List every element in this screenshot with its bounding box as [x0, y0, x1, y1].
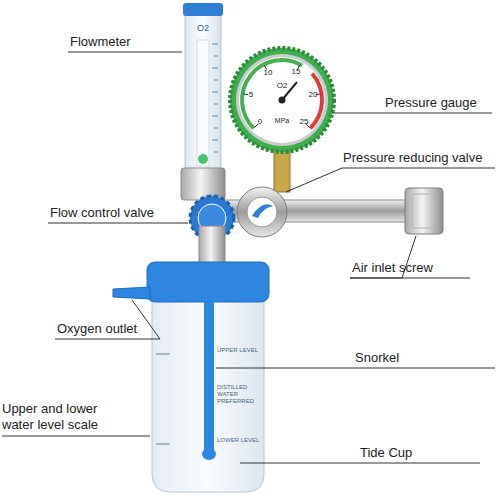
snorkel-tube: [204, 302, 214, 450]
float-ball: [198, 154, 208, 164]
flowmeter-bore: [197, 40, 209, 166]
valve-body: [181, 168, 225, 200]
gauge-number: 25: [300, 117, 309, 127]
gauge-label: O2: [277, 81, 288, 91]
scale-text: UPPER LEVEL: [217, 347, 261, 354]
part-label: Tide Cup: [360, 445, 412, 461]
part-label: Air inlet screw: [352, 260, 433, 276]
gauge-number: 5: [249, 90, 253, 100]
flowmeter-cap: [183, 3, 223, 16]
gauge-unit: MPa: [275, 117, 289, 125]
inlet-nut: [405, 188, 443, 234]
level-marks: [156, 354, 170, 444]
flowmeter-tube: [185, 10, 221, 170]
gauge-number: 15: [292, 67, 301, 77]
valve-logo-disc: [247, 197, 277, 227]
gauge-bezel: [236, 54, 328, 146]
outlet-nozzle: [113, 287, 150, 299]
leader-lines: [2, 52, 495, 463]
gauge-ticks: [243, 65, 320, 127]
part-label: Flow control valve: [50, 205, 154, 221]
part-label: Oxygen outlet: [57, 321, 137, 337]
gauge-rim: [230, 48, 334, 152]
part-label: Pressure gauge: [385, 95, 477, 111]
snorkel-tip: [202, 448, 216, 460]
gauge-hub: [279, 97, 286, 104]
reducing-valve: [237, 187, 287, 237]
part-label: Upper and lower water level scale: [2, 401, 127, 432]
valve-logo: [252, 204, 273, 218]
gauge-number: 20: [309, 90, 318, 100]
part-label: Pressure reducing valve: [343, 150, 482, 166]
inlet-nut-face: [412, 194, 436, 228]
gauge-stem: [274, 148, 290, 192]
scale-label: O2: [197, 23, 209, 34]
gauge-green-arc: [242, 60, 302, 128]
gauge-red-arc: [310, 74, 322, 129]
gauge-number: 0: [258, 117, 262, 127]
part-label: Flowmeter: [70, 34, 131, 50]
cup-lid: [147, 262, 269, 302]
gauge-face: [239, 57, 325, 143]
part-label: Snorkel: [355, 350, 399, 366]
flowmeter-ticks: [212, 44, 218, 152]
gauge-number: 10: [264, 68, 273, 78]
scale-text: DISTILLED WATER PREFERRED: [217, 384, 261, 406]
scale-text: LOWER LEVEL: [217, 437, 261, 444]
humidifier-connector: [199, 226, 225, 264]
